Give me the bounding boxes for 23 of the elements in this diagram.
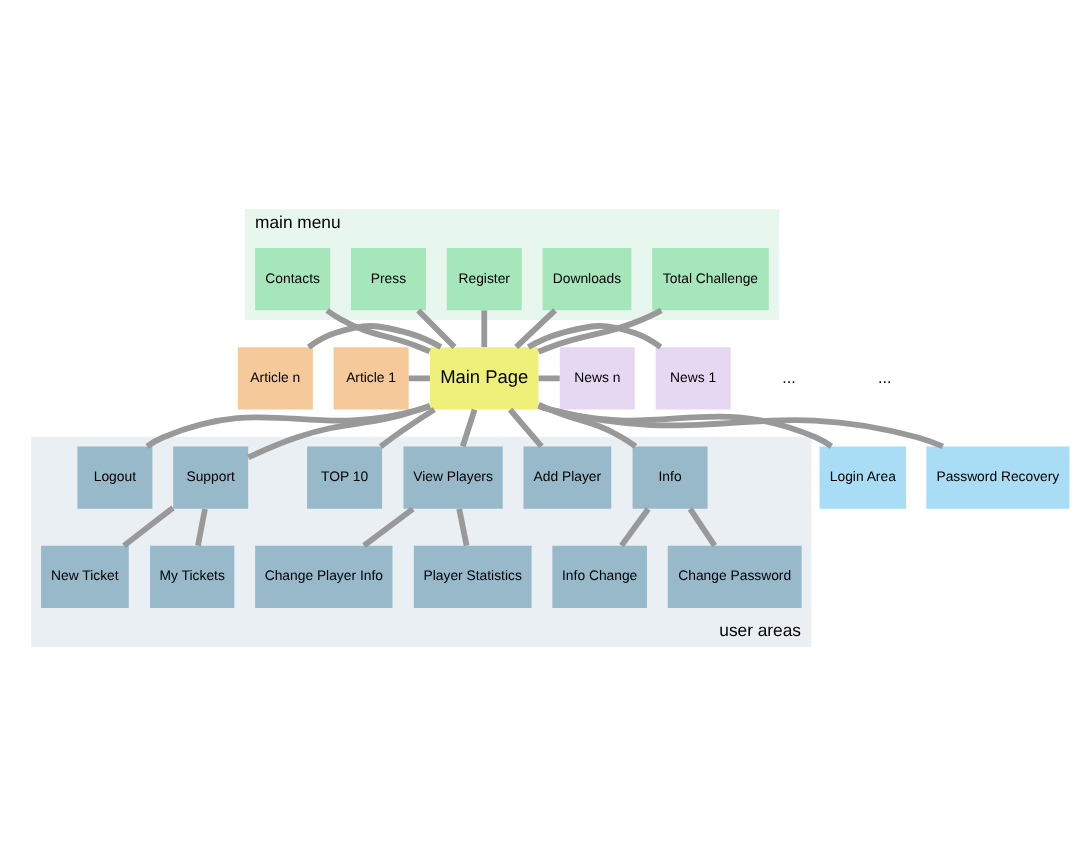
connector (537, 403, 944, 450)
connector (145, 403, 431, 449)
connector (481, 310, 488, 348)
connector (416, 308, 457, 350)
connector (460, 408, 478, 448)
connector (537, 402, 638, 449)
connector (247, 403, 431, 460)
connector (122, 505, 175, 548)
connector (195, 508, 208, 547)
connector (537, 403, 834, 449)
connector (687, 507, 718, 548)
connector (507, 407, 544, 449)
connector (325, 308, 431, 355)
connector (379, 407, 436, 449)
connector (408, 375, 430, 382)
connector (306, 323, 443, 350)
connector (619, 507, 651, 548)
node-box: Main Page (430, 347, 539, 410)
connector (514, 308, 557, 350)
connector (456, 508, 470, 547)
connector (538, 375, 560, 382)
connector (527, 323, 663, 350)
connector (537, 307, 663, 355)
